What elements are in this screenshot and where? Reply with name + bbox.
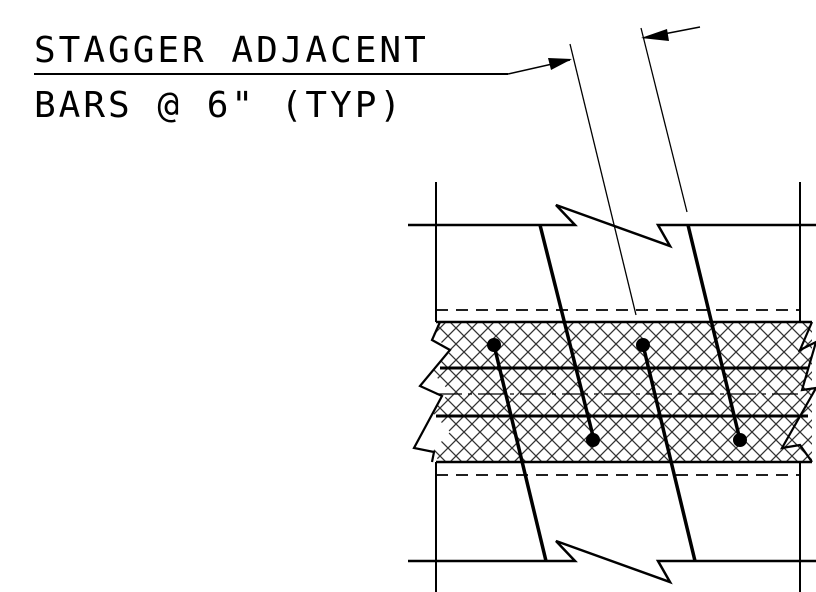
note-line-1: STAGGER ADJACENT xyxy=(34,30,429,71)
top-break-line xyxy=(408,203,816,249)
extension-line-right xyxy=(640,27,688,213)
bottom-break-line xyxy=(408,539,816,585)
slanted-bar-3 xyxy=(492,344,548,562)
bar-dot-3 xyxy=(586,433,600,447)
extension-line-left xyxy=(569,43,637,316)
right-zigzag xyxy=(779,321,816,463)
left-zigzag xyxy=(412,321,452,463)
dimension-arrowhead xyxy=(641,29,669,41)
slanted-bar-2 xyxy=(686,224,742,441)
leader-arrowhead xyxy=(548,58,572,70)
bar-dot-1 xyxy=(487,338,501,352)
slanted-bar-1 xyxy=(538,224,596,441)
hatched-band xyxy=(432,322,812,462)
slanted-bar-4 xyxy=(641,344,697,562)
bar-dot-2 xyxy=(636,338,650,352)
bar-dot-4 xyxy=(733,433,747,447)
note-line-2: BARS @ 6" (TYP) xyxy=(34,85,404,126)
